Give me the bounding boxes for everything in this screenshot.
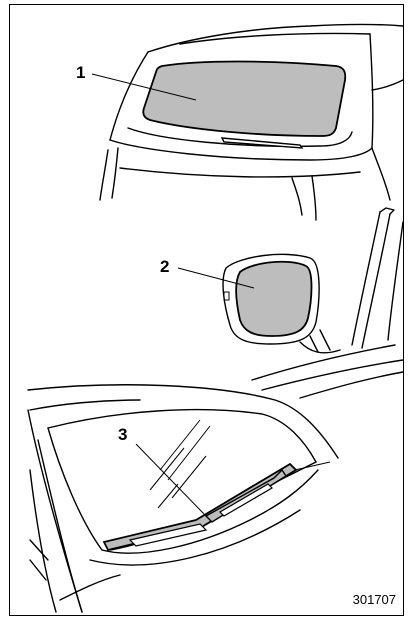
side-mirror-glass — [236, 262, 311, 336]
wiper-arm-right — [220, 484, 272, 516]
callout-3-leader — [136, 444, 204, 514]
callout-3-label: 3 — [118, 425, 127, 444]
figure-number: 301707 — [353, 592, 396, 607]
callout-2-label: 2 — [160, 257, 169, 276]
wiper-blade-left — [104, 464, 296, 550]
callout-1-label: 1 — [76, 63, 85, 82]
windshield-drawing — [28, 385, 338, 612]
rear-window-glass — [143, 62, 345, 137]
wiper-blade-right — [206, 470, 286, 522]
